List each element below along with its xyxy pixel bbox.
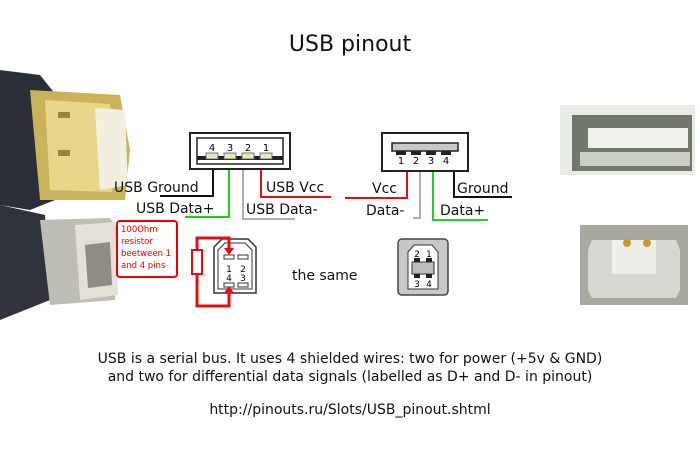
typeb-left-pin-1: 1 <box>226 265 232 275</box>
description-line-2: and two for differential data signals (l… <box>107 369 593 385</box>
right-wire-data-minus <box>413 172 421 219</box>
left-wire-data-plus <box>185 170 230 218</box>
label-usb-ground: USB Ground <box>114 180 199 196</box>
typeb-right-pin-2: 2 <box>414 250 420 260</box>
right-pin-4: 4 <box>443 156 449 167</box>
usb-b-plug-photo <box>0 205 118 320</box>
right-pin-1: 1 <box>398 156 404 167</box>
typeb-left-pin-4: 4 <box>226 274 232 284</box>
usb-a-socket-diagram <box>381 132 469 172</box>
right-pin-2: 2 <box>413 156 419 167</box>
usb-a-socket-photo <box>560 105 695 175</box>
label-vcc: Vcc <box>372 181 397 197</box>
left-pin-2: 2 <box>245 143 251 154</box>
typeb-right-pin-4: 4 <box>426 280 432 290</box>
label-usb-data-minus: USB Data- <box>246 202 318 218</box>
typeb-left-pin-2: 2 <box>240 265 246 275</box>
description-line-1: USB is a serial bus. It uses 4 shielded … <box>97 351 603 367</box>
typeb-right-pin-3: 3 <box>414 280 420 290</box>
usb-b-right-diagram <box>397 238 449 296</box>
left-wire-data-minus <box>242 170 295 220</box>
usb-b-socket-photo <box>580 225 688 305</box>
label-usb-data-plus: USB Data+ <box>136 201 215 217</box>
left-pin-1: 1 <box>263 143 269 154</box>
usb-a-plug-photo <box>0 70 130 210</box>
right-wire-data-plus <box>432 172 488 221</box>
usb-a-plug-diagram <box>189 132 291 170</box>
description: USB is a serial bus. It uses 4 shielded … <box>0 350 700 386</box>
right-wire-ground <box>453 172 512 198</box>
source-url: http://pinouts.ru/Slots/USB_pinout.shtml <box>209 402 491 418</box>
left-pin-4: 4 <box>209 143 215 154</box>
label-ground: Ground <box>457 181 509 197</box>
label-data-minus: Data- <box>366 203 405 219</box>
same-label: the same <box>292 268 358 284</box>
label-data-plus: Data+ <box>440 203 486 219</box>
page-title: USB pinout <box>288 32 412 57</box>
usb-b-left-diagram <box>213 238 257 294</box>
resistor-circuit <box>191 236 234 308</box>
right-wire-vcc <box>345 172 408 199</box>
label-usb-vcc: USB Vcc <box>266 180 325 196</box>
left-wire-ground <box>160 170 214 197</box>
typeb-left-pin-3: 3 <box>240 274 246 284</box>
left-wire-vcc <box>260 170 331 198</box>
right-pin-3: 3 <box>428 156 434 167</box>
typeb-right-pin-1: 1 <box>426 250 432 260</box>
left-pin-3: 3 <box>227 143 233 154</box>
resistor-note: 100Ohm resistor beetween 1 and 4 pins <box>116 220 178 278</box>
